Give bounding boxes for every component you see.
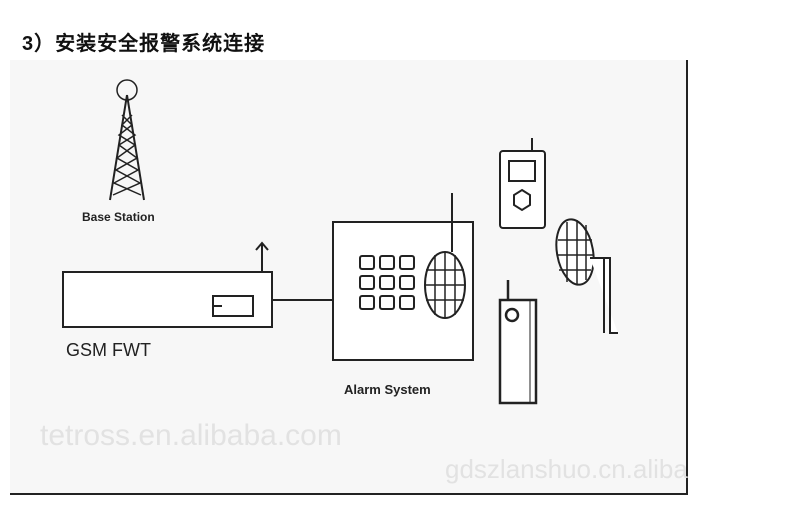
watermark: gdszlanshuo.cn.aliba [445,454,688,484]
remote-control-icon [499,138,546,229]
alarm-system-label: Alarm System [344,382,431,397]
watermark: tetross.en.alibaba.com [40,419,342,452]
gsm-fwt-label: GSM FWT [66,340,151,360]
base-station-tower-icon [109,79,145,201]
base-station-label: Base Station [82,210,155,224]
alarm-system-panel-icon [332,193,474,361]
section-title: 3）安装安全报警系统连接 [22,33,266,55]
gsm-fwt-device-icon [62,241,273,328]
door-sensor-icon [498,280,538,405]
siren-speaker-icon [555,218,618,334]
